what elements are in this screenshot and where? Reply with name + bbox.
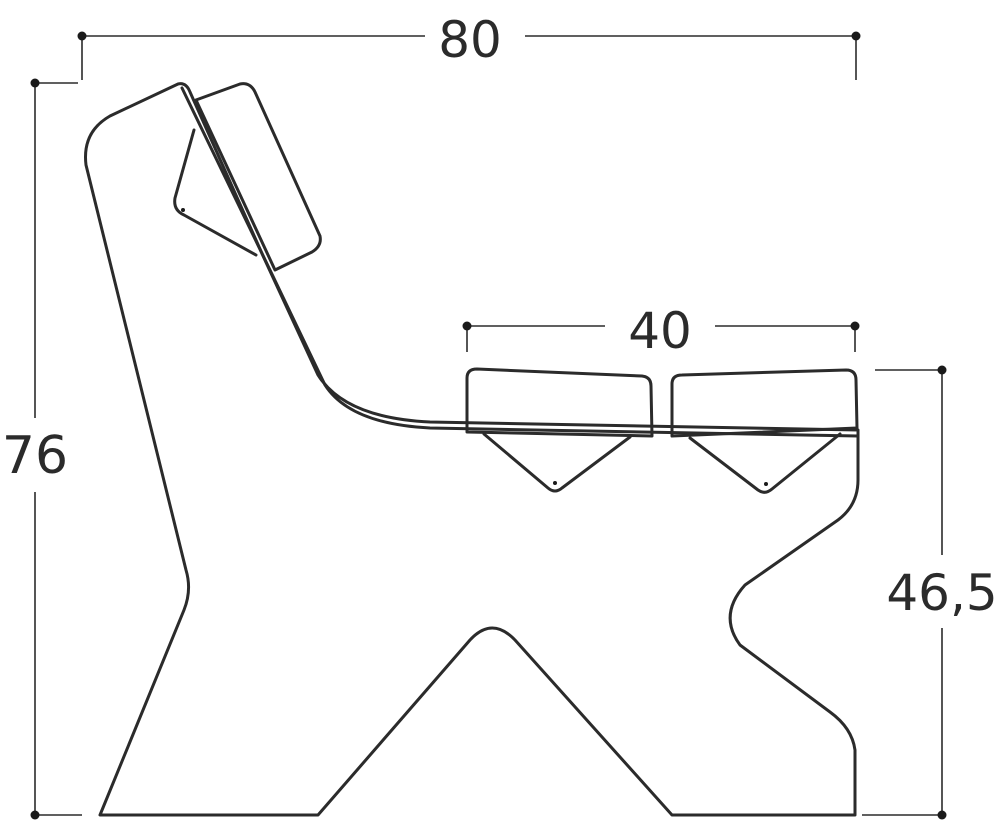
seat-cushion-front: [465, 367, 654, 438]
bracket-screw: [553, 481, 557, 485]
dimension-height: 76: [2, 78, 82, 820]
bench-side-panel: [84, 82, 860, 817]
dimension-seat-height: 46,5: [862, 365, 998, 820]
bench-board: [180, 86, 860, 438]
seat-bracket-front: [482, 432, 632, 493]
dimension-width-label: 80: [438, 11, 502, 69]
dimension-width: 80: [77, 11, 861, 80]
bracket-screw: [181, 208, 185, 212]
seat-bracket-rear: [688, 432, 842, 494]
dimension-seat-depth: 40: [462, 302, 860, 360]
back-cushion: [194, 82, 322, 272]
dimension-seat-depth-label: 40: [628, 302, 692, 360]
seat-cushion-rear: [670, 368, 859, 438]
dimension-height-label: 76: [2, 426, 68, 486]
bracket-screw: [764, 482, 768, 486]
dimension-seat-height-label: 46,5: [886, 564, 997, 622]
back-bracket: [173, 128, 258, 257]
